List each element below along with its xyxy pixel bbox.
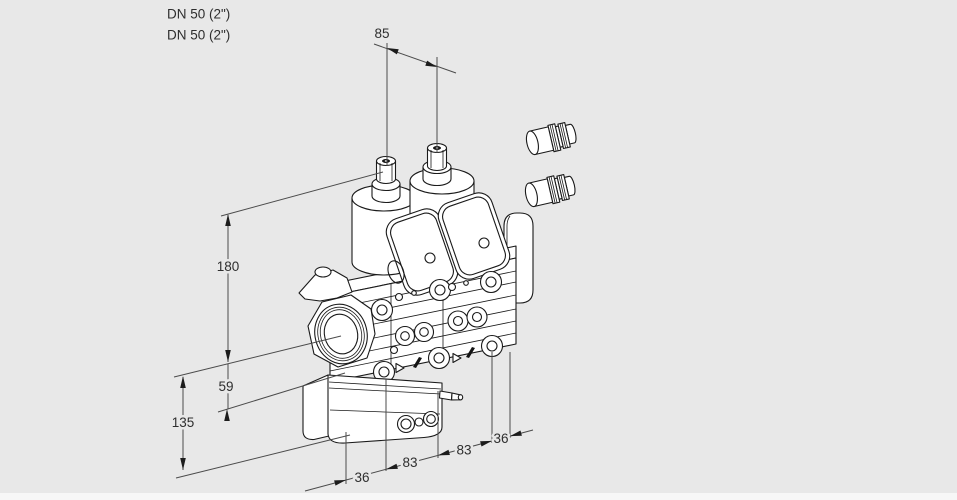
flange-bolts — [370, 270, 504, 384]
flow-direction-arrows — [395, 347, 475, 374]
base-port — [414, 417, 424, 427]
flow-arrow-icon — [395, 362, 405, 374]
connection-label-bottom: DN 50 (2") — [167, 28, 230, 43]
cable-gland-bottom — [524, 173, 576, 208]
cable-gland-top — [525, 121, 577, 156]
dim-label-85: 85 — [374, 26, 389, 41]
dimension-85: 85 — [372, 24, 457, 166]
flange-bracket — [298, 266, 353, 302]
terminal-cover-right — [437, 192, 511, 280]
dimension-bottom-chain: 36 83 83 36 — [304, 352, 534, 492]
dim-label-36-right: 36 — [493, 431, 508, 446]
hatch-mark — [466, 347, 475, 358]
inlet-flange — [307, 294, 376, 368]
pressure-taps — [389, 280, 488, 355]
dimension-135: 135 — [169, 376, 351, 479]
dim-label-36-left: 36 — [354, 470, 369, 485]
valve-isometric-drawing — [298, 121, 577, 444]
dim-label-180: 180 — [217, 259, 240, 274]
dimension-180: 180 — [173, 171, 384, 378]
connection-label-top: DN 50 (2") — [167, 7, 230, 22]
dim-label-83-right: 83 — [456, 443, 471, 458]
dim-label-59: 59 — [218, 379, 233, 394]
dim-label-135: 135 — [172, 415, 195, 430]
cover-screw-hole-right — [478, 237, 490, 249]
cover-screw-hole-left — [424, 252, 436, 264]
dimension-59: 59 — [216, 364, 346, 421]
threaded-bore — [323, 313, 359, 355]
page-bottom-strip — [0, 493, 957, 500]
dim-label-83-left: 83 — [402, 455, 417, 470]
flow-arrow-icon — [452, 352, 462, 364]
test-nipple — [438, 390, 464, 401]
hatch-mark — [413, 357, 422, 368]
connection-labels: DN 50 (2") DN 50 (2") — [167, 7, 230, 43]
conduit-opening-left — [387, 260, 405, 284]
actuator-base — [302, 374, 464, 444]
